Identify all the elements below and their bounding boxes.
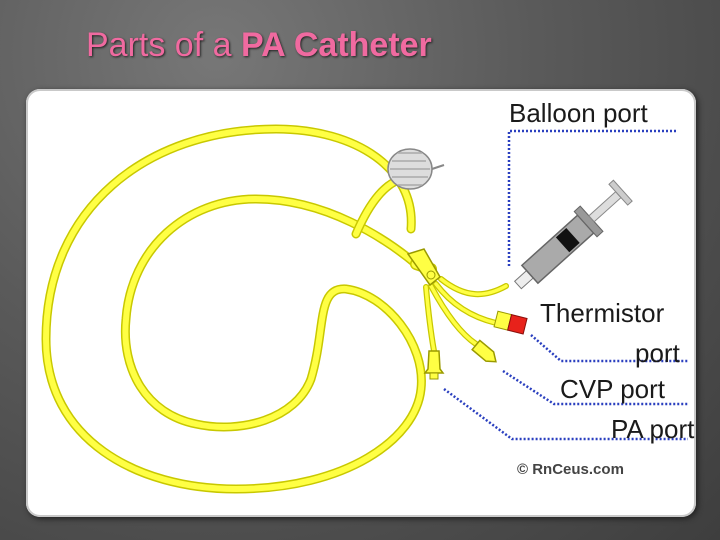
balloon-port-label: Balloon port [509, 98, 648, 128]
slide-title: Parts of a PA Catheter [86, 26, 432, 65]
title-emphasis: PA Catheter [240, 26, 432, 64]
copyright-text: © RnCeus.com [517, 461, 624, 478]
balloon-leader [507, 129, 676, 267]
pa-connector-icon [423, 350, 445, 380]
leader-lines [443, 129, 688, 441]
title-prefix: Parts of a [86, 26, 241, 64]
balloon-icon [387, 148, 445, 190]
thermistor-connector-icon [493, 310, 528, 335]
pa-leader [443, 387, 688, 441]
cvp-port-label: CVP port [560, 374, 666, 404]
pa-port-label: PA port [611, 414, 695, 444]
thermistor-port-label-line1: Thermistor [540, 298, 665, 328]
catheter-tubing [41, 124, 509, 494]
main-catheter-loop [41, 124, 426, 494]
syringe-icon [513, 179, 633, 290]
thermistor-leader [530, 334, 688, 363]
cvp-leader [502, 369, 688, 406]
diagram-frame [26, 89, 696, 517]
catheter-hub [406, 248, 441, 287]
catheter-diagram [41, 124, 688, 494]
cvp-connector-icon [471, 339, 497, 363]
thermistor-port-label-line2: port [635, 338, 680, 368]
